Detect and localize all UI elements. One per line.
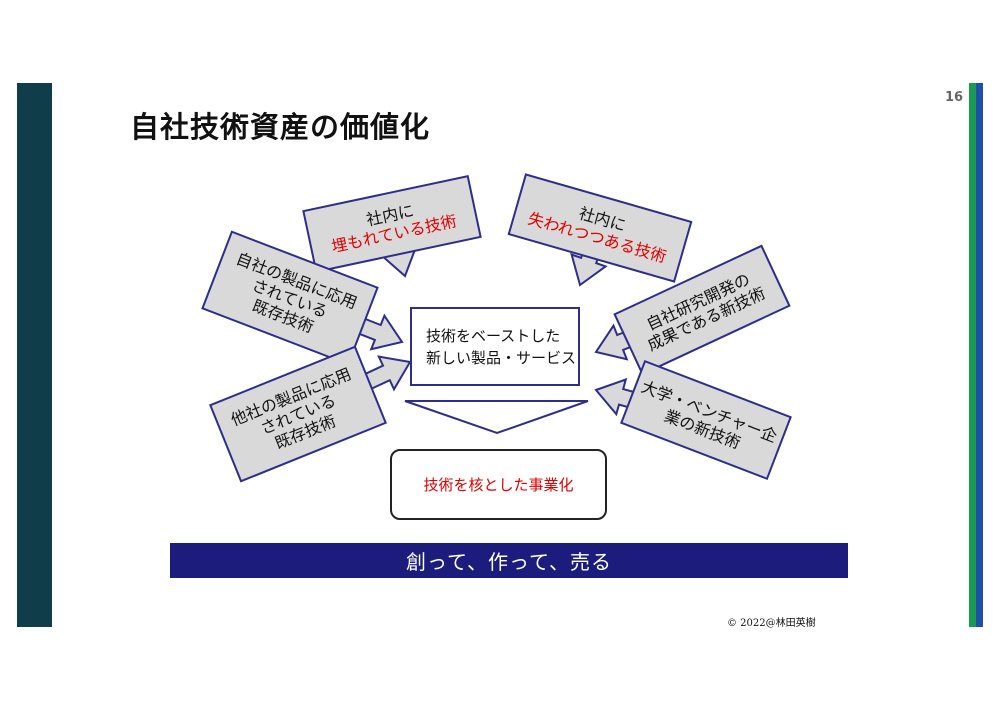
callout-box bbox=[302, 175, 482, 273]
page-number: 16 bbox=[945, 90, 964, 105]
down-chevron-arrow bbox=[404, 400, 589, 435]
result-box-business: 技術を核とした事業化 bbox=[390, 449, 607, 520]
callout-box bbox=[201, 230, 379, 366]
right-accent-band-green bbox=[969, 83, 976, 627]
copyright: © 2022@林田英樹 bbox=[727, 618, 816, 629]
callout-box bbox=[620, 359, 792, 481]
callout-box bbox=[613, 244, 791, 376]
callout-box bbox=[507, 173, 693, 283]
center-box-new-products: 技術をベーストした 新しい製品・サービス bbox=[410, 307, 580, 386]
slide-title: 自社技術資産の価値化 bbox=[130, 110, 431, 144]
left-accent-band bbox=[17, 83, 52, 627]
right-accent-band-blue bbox=[976, 83, 983, 627]
center-box-line2: 新しい製品・サービス bbox=[426, 348, 577, 367]
callout-box bbox=[209, 345, 387, 483]
slogan-bar: 創って、作って、売る bbox=[170, 543, 848, 578]
center-box-line1: 技術をベーストした bbox=[426, 326, 561, 345]
